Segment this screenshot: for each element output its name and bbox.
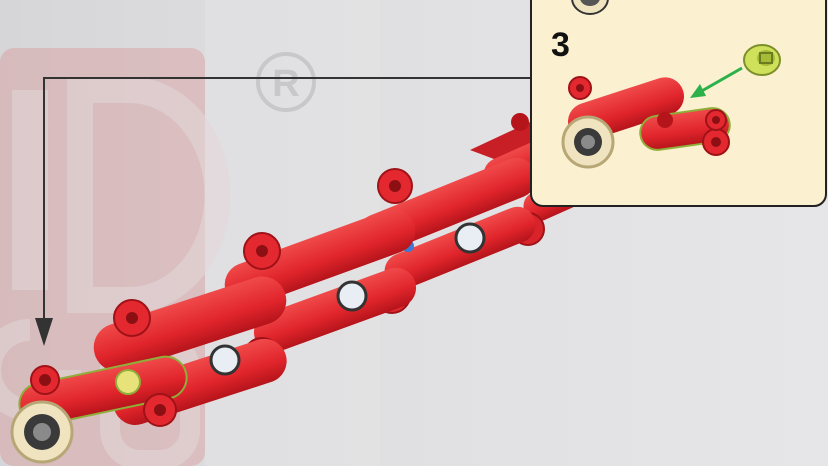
bushing-part	[744, 45, 780, 75]
step-number: 3	[551, 26, 570, 65]
gear-front	[12, 402, 72, 462]
svg-text:R: R	[272, 63, 299, 105]
step-callout	[531, 0, 826, 206]
